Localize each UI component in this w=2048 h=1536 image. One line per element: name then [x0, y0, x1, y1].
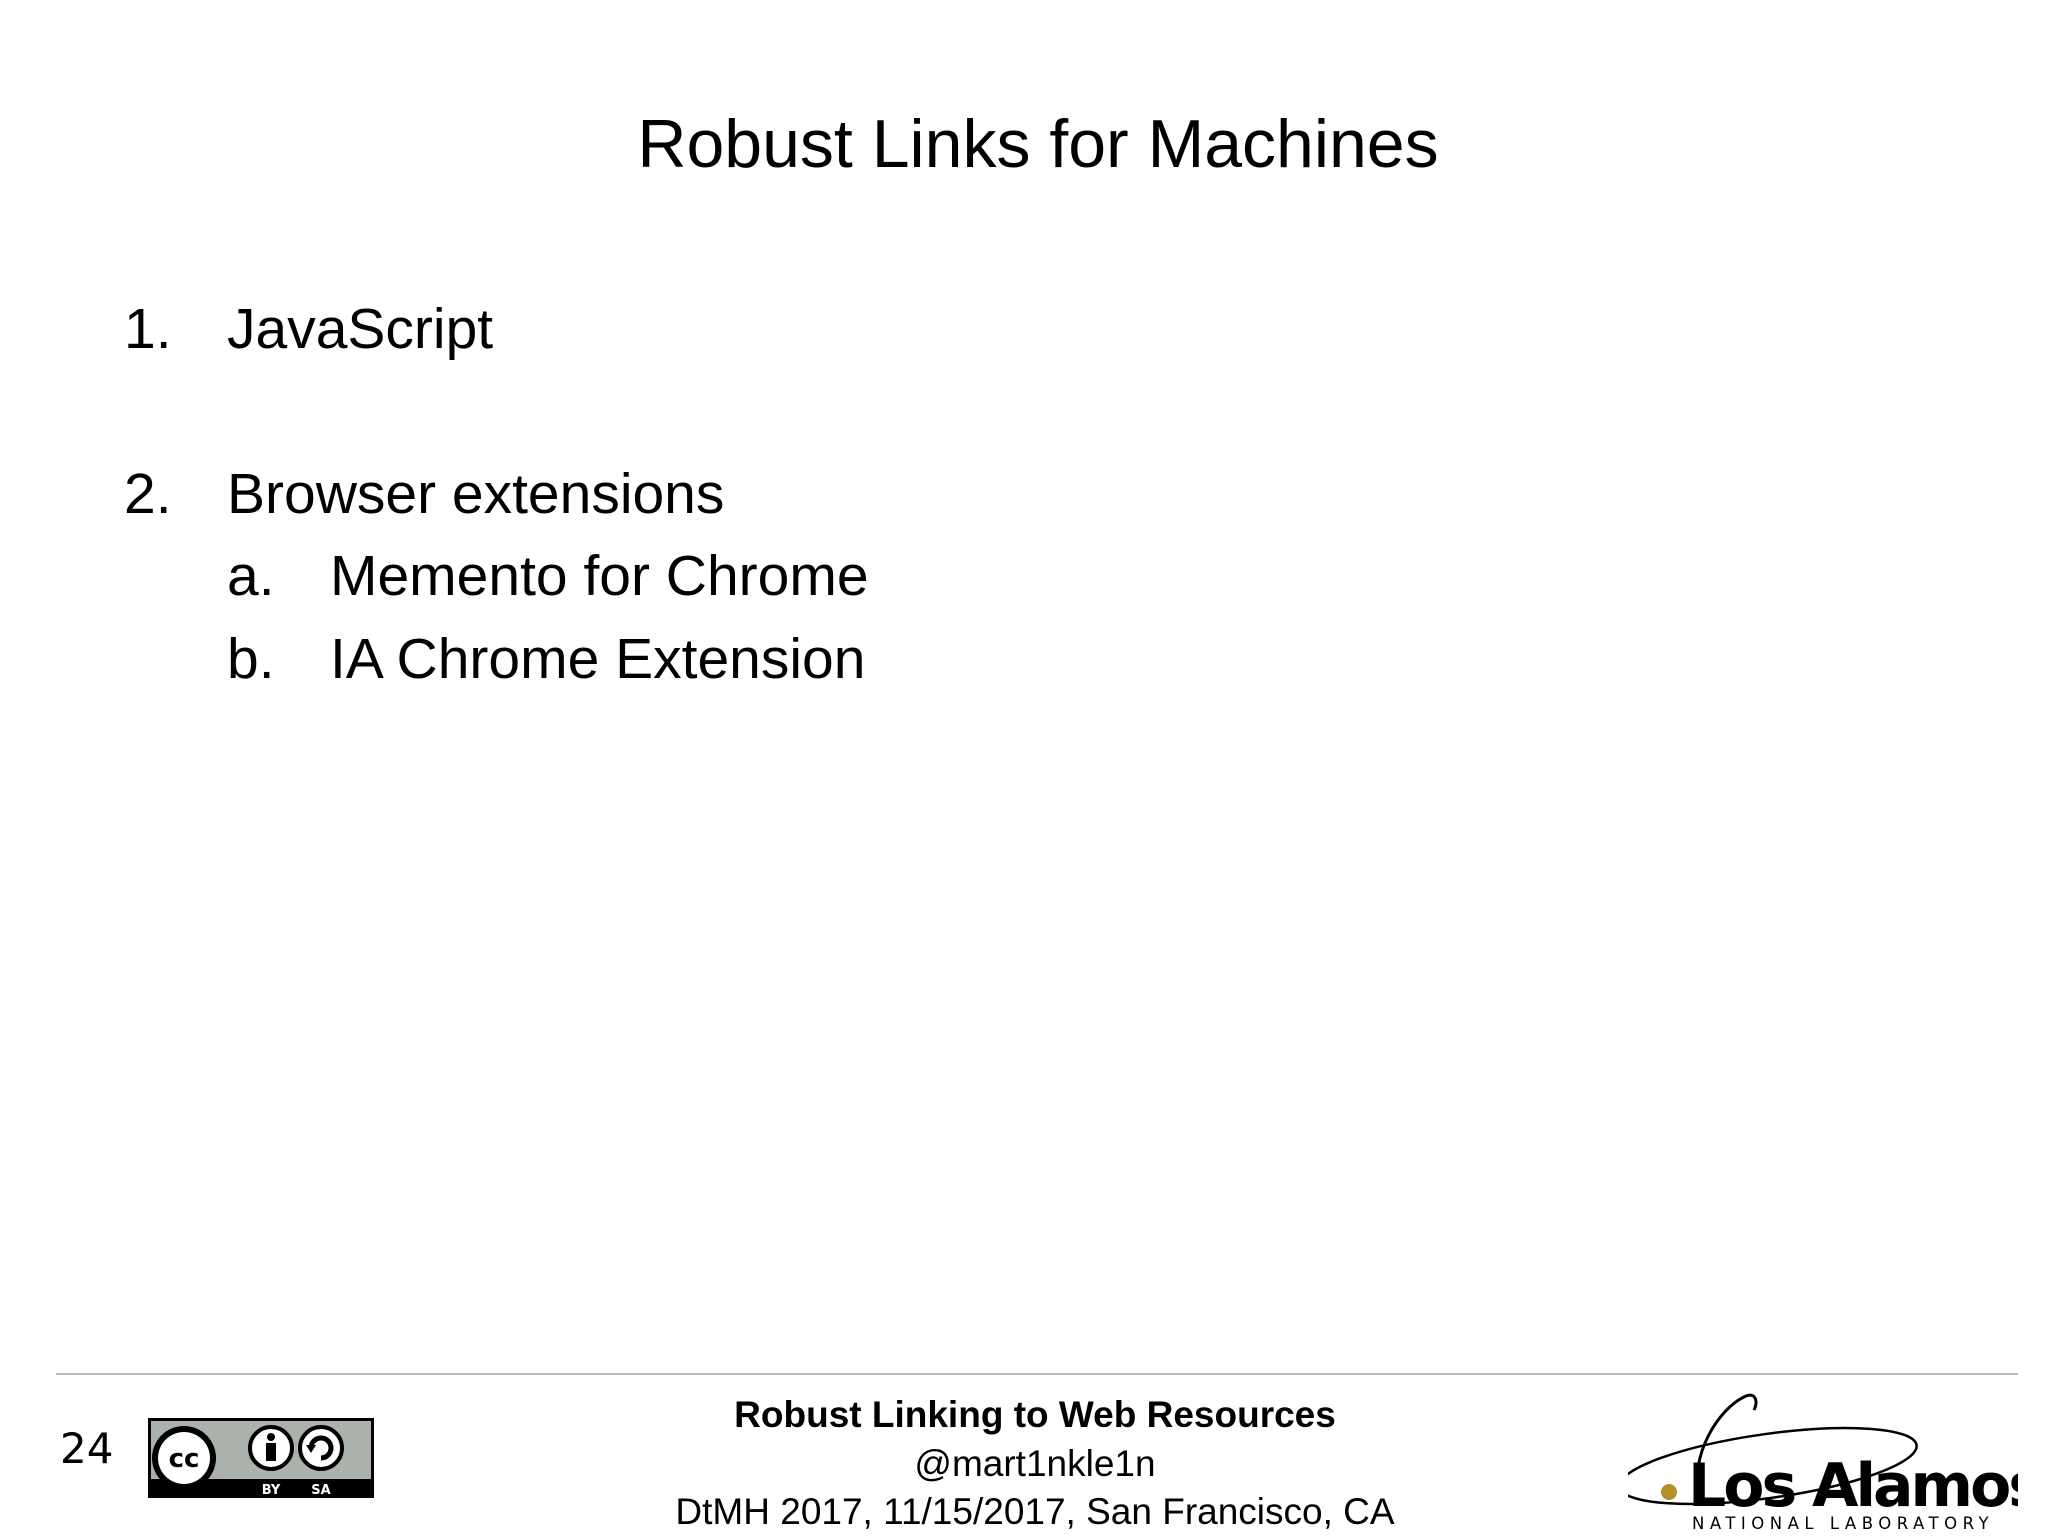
list-item-text: JavaScript — [227, 297, 494, 361]
page-number: 24 — [60, 1424, 114, 1473]
sub-list-item-marker: a. — [227, 544, 275, 608]
event-info: DtMH 2017, 11/15/2017, San Francisco, CA — [675, 1491, 1395, 1532]
sub-list-item-text: IA Chrome Extension — [330, 627, 866, 691]
sub-list-item-marker: b. — [227, 627, 275, 691]
logo-name: Los Alamos — [1688, 1451, 2018, 1521]
list-item-marker: 2. — [124, 462, 172, 526]
list-item-marker: 1. — [124, 297, 172, 361]
sa-label: SA — [311, 1483, 330, 1498]
slide-title: Robust Links for Machines — [637, 106, 1439, 182]
author-handle: @mart1nkle1n — [914, 1443, 1156, 1484]
list-item-text: Browser extensions — [227, 462, 725, 526]
by-label: BY — [262, 1483, 281, 1498]
sub-list-item-text: Memento for Chrome — [330, 544, 869, 608]
cc-label: cc — [169, 1444, 200, 1474]
logo-subtitle: NATIONAL LABORATORY — [1692, 1514, 1994, 1533]
los-alamos-logo: Los Alamos NATIONAL LABORATORY — [1628, 1393, 2018, 1533]
cc-by-sa-icon: cc BY SA — [148, 1418, 374, 1498]
talk-title: Robust Linking to Web Resources — [734, 1394, 1336, 1435]
footer-divider — [56, 1373, 2018, 1375]
